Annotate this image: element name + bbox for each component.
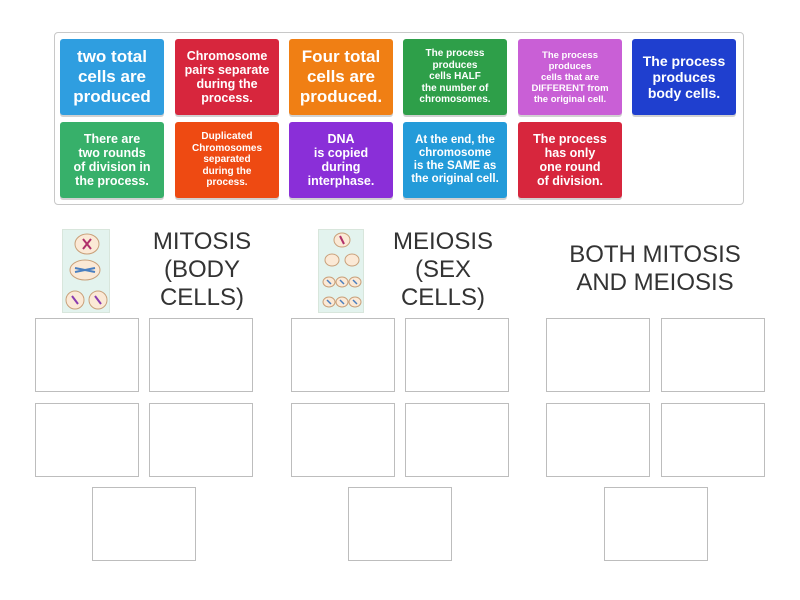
card-two-cells-produced[interactable]: two total cells are produced (60, 39, 164, 115)
mitosis-heading: MITOSIS (BODY CELLS) (152, 228, 252, 311)
both-heading: BOTH MITOSIS AND MEIOSIS (569, 241, 741, 296)
both-drop-slot-1[interactable] (546, 318, 650, 392)
meiosis-heading: MEIOSIS (SEX CELLS) (392, 228, 494, 311)
mitosis-drop-slot-4[interactable] (149, 403, 253, 477)
card-two-rounds-division[interactable]: There are two rounds of division in the … (60, 122, 164, 198)
mitosis-drop-slot-3[interactable] (35, 403, 139, 477)
card-dna-copied[interactable]: DNA is copied during interphase. (289, 122, 393, 198)
meiosis-drop-slot-3[interactable] (291, 403, 395, 477)
card-tray (54, 32, 744, 205)
both-drop-slot-5[interactable] (604, 487, 708, 561)
card-different-cells[interactable]: The process produces cells that are DIFF… (518, 39, 622, 115)
both-drop-slot-3[interactable] (546, 403, 650, 477)
meiosis-drop-slot-5[interactable] (348, 487, 452, 561)
card-body-cells[interactable]: The process produces body cells. (632, 39, 736, 115)
both-drop-slot-2[interactable] (661, 318, 765, 392)
card-four-cells-produced[interactable]: Four total cells are produced. (289, 39, 393, 115)
card-chromosome-pairs-separate[interactable]: Chromosome pairs separate during the pro… (175, 39, 279, 115)
mitosis-diagram-image (62, 229, 110, 313)
card-duplicated-chromosomes[interactable]: Duplicated Chromosomes separated during … (175, 122, 279, 198)
meiosis-drop-slot-4[interactable] (405, 403, 509, 477)
card-one-round-division[interactable]: The process has only one round of divisi… (518, 122, 622, 198)
mitosis-drop-slot-2[interactable] (149, 318, 253, 392)
meiosis-drop-slot-1[interactable] (291, 318, 395, 392)
mitosis-drop-slot-5[interactable] (92, 487, 196, 561)
mitosis-drop-slot-1[interactable] (35, 318, 139, 392)
card-half-chromosomes[interactable]: The process produces cells HALF the numb… (403, 39, 507, 115)
meiosis-diagram-image (318, 229, 364, 313)
both-drop-slot-4[interactable] (661, 403, 765, 477)
meiosis-drop-slot-2[interactable] (405, 318, 509, 392)
card-same-chromosome[interactable]: At the end, the chromosome is the SAME a… (403, 122, 507, 198)
